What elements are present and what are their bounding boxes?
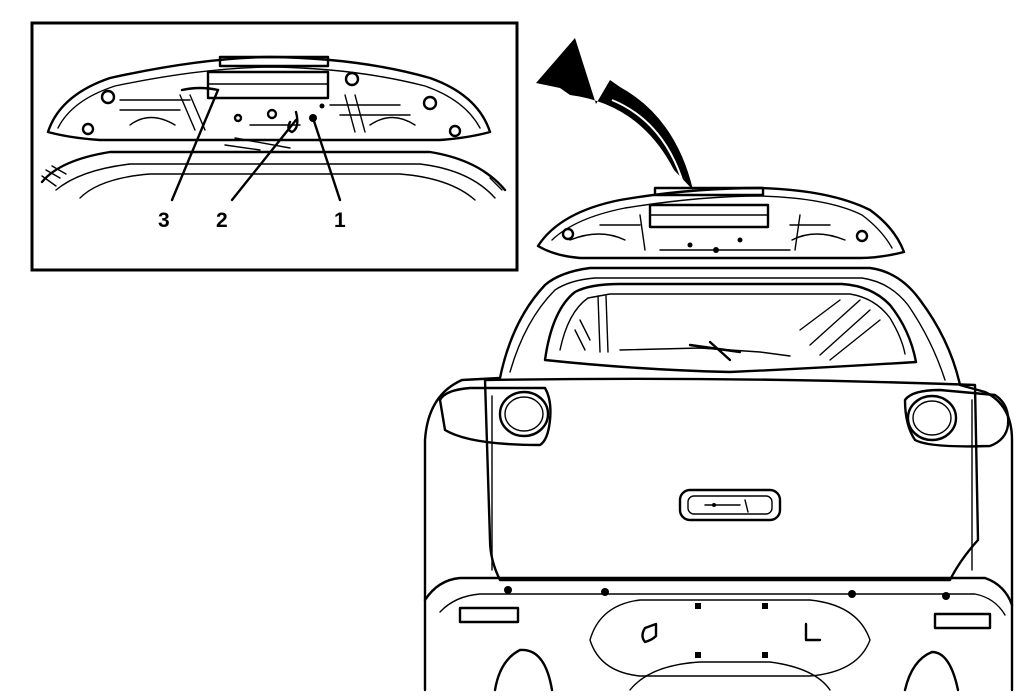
liftgate-handle [678,488,782,522]
callout-label-3: 3 [158,209,170,232]
right-tail-lamp [903,388,1010,448]
inset-spoiler [46,55,492,142]
rear-window-opening [543,282,918,374]
inset-body [40,137,507,201]
body-outline [423,266,1014,692]
detail-inset: 3 2 1 [30,21,519,272]
callout-label-2: 2 [216,209,228,232]
rear-spoiler [536,186,906,260]
rear-bumper [423,576,1014,692]
callout-leaders [170,88,342,202]
vehicle-rear-view [423,186,1014,692]
liftgate-outline [483,377,980,582]
left-tail-lamp [438,386,552,447]
callout-label-1: 1 [334,209,346,232]
removal-direction-arrow [536,38,693,190]
